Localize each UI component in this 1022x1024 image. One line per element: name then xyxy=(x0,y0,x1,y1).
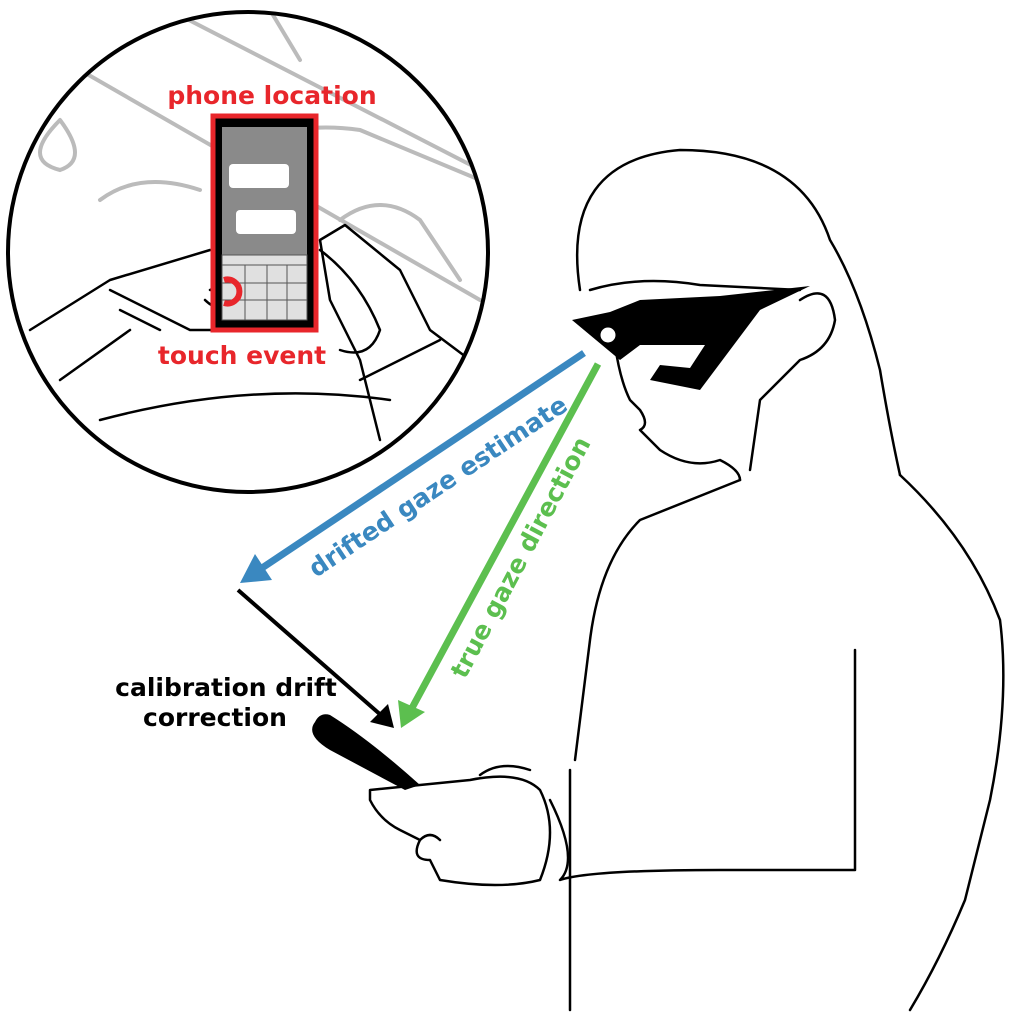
true-gaze-arrow xyxy=(398,362,602,728)
person-illustration xyxy=(312,148,1005,1012)
phone-location-label: phone location xyxy=(167,81,376,110)
drift-correction-arrow xyxy=(236,588,394,728)
touch-event-label: touch event xyxy=(158,341,326,370)
phone-closeup xyxy=(210,113,319,333)
eye-tracking-glasses xyxy=(572,286,810,390)
inset-circle-border xyxy=(6,10,490,494)
touch-event-marker xyxy=(223,276,243,307)
correction-label-line1: calibration drift xyxy=(115,673,337,702)
drifted-gaze-arrow xyxy=(240,350,586,583)
correction-label-line2: correction xyxy=(143,703,287,732)
